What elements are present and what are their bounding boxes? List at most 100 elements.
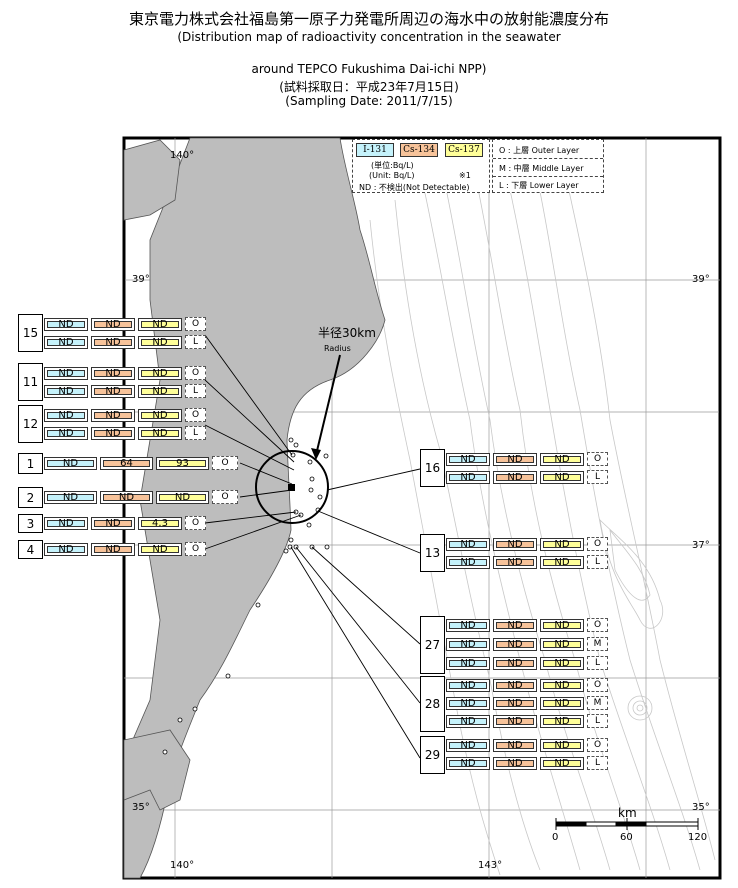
station-16-row-lower: ND ND ND L (446, 469, 608, 485)
layer-tag: M (587, 637, 608, 651)
i131-value: ND (44, 384, 88, 398)
cs137-value: ND (138, 317, 182, 331)
i131-value: ND (44, 490, 97, 504)
station-11-row-lower: ND ND ND L (44, 383, 206, 399)
cs137-value: ND (138, 335, 182, 349)
station-13-row-outer: ND ND ND O (446, 536, 608, 552)
station-15-row-outer: ND ND ND O (44, 316, 206, 332)
legend-cs137: Cs-137 (445, 143, 483, 157)
layer-tag: L (587, 656, 608, 670)
layer-tag: O (212, 456, 238, 470)
cs137-value: 4.3 (138, 516, 182, 530)
station-label-27: 27 (420, 616, 445, 674)
lon-label-140-bottom: 140° (170, 860, 195, 871)
cs134-value: ND (493, 452, 537, 466)
scale-tick-120: 120 (688, 832, 708, 843)
station-label-15: 15 (18, 314, 43, 352)
cs137-value: ND (540, 618, 584, 632)
station-label-12: 12 (18, 405, 43, 443)
layer-tag: O (185, 542, 206, 556)
i131-value: ND (44, 335, 88, 349)
station-3-row-outer: ND ND 4.3 O (44, 515, 206, 531)
station-label-3: 3 (18, 514, 43, 533)
cs137-value: ND (540, 696, 584, 710)
layer-tag: L (587, 714, 608, 728)
radius-arrowhead (311, 448, 321, 460)
station-label-16: 16 (420, 449, 445, 487)
cs134-value: 64 (100, 456, 153, 470)
cs137-value: ND (540, 555, 584, 569)
station-28-row-outer: ND ND ND O (446, 677, 608, 693)
lat-label-39-left: 39° (132, 274, 150, 285)
cs137-value: 93 (156, 456, 209, 470)
scale-unit: km (618, 806, 637, 820)
cs134-value: ND (493, 714, 537, 728)
station-label-13: 13 (420, 534, 445, 572)
lat-label-37-right: 37° (692, 540, 710, 551)
layer-tag: L (185, 335, 206, 349)
cs134-value: ND (493, 555, 537, 569)
i131-value: ND (446, 555, 490, 569)
scale-bar (555, 818, 699, 830)
station-2-row-outer: ND ND ND O (44, 489, 238, 505)
station-label-4: 4 (18, 540, 43, 559)
station-1-row-outer: ND 64 93 O (44, 455, 238, 471)
i131-value: ND (44, 408, 88, 422)
cs134-value: ND (493, 678, 537, 692)
layer-tag: L (185, 384, 206, 398)
lat-label-39-right: 39° (692, 274, 710, 285)
cs137-value: ND (138, 366, 182, 380)
legend-note: ※1 (459, 171, 471, 180)
station-label-2: 2 (18, 487, 43, 508)
cs134-value: ND (91, 335, 135, 349)
station-16-row-outer: ND ND ND O (446, 451, 608, 467)
layer-tag: M (587, 696, 608, 710)
cs137-value: ND (138, 426, 182, 440)
cs134-value: ND (493, 470, 537, 484)
radius-label: 半径30km (318, 326, 376, 340)
i131-value: ND (446, 618, 490, 632)
station-28-row-lower: ND ND ND L (446, 713, 608, 729)
cs134-value: ND (493, 537, 537, 551)
i131-value: ND (446, 714, 490, 728)
i131-value: ND (44, 516, 88, 530)
layer-tag: O (587, 452, 608, 466)
lon-label-143-bottom: 143° (478, 860, 503, 871)
i131-value: ND (446, 637, 490, 651)
cs134-value: ND (91, 408, 135, 422)
layer-tag: O (587, 618, 608, 632)
i131-value: ND (44, 426, 88, 440)
cs134-value: ND (91, 516, 135, 530)
i131-value: ND (446, 537, 490, 551)
legend-unit-en: (Unit: Bq/L) (369, 171, 415, 180)
cs134-value: ND (493, 618, 537, 632)
cs134-value: ND (493, 637, 537, 651)
station-label-1: 1 (18, 453, 43, 474)
i131-value: ND (446, 696, 490, 710)
radius-arrow (315, 354, 341, 456)
lat-label-35-right: 35° (692, 802, 710, 813)
station-13-row-lower: ND ND ND L (446, 554, 608, 570)
map-subtitle-en-line2: around TEPCO Fukushima Dai-ichi NPP) (251, 62, 487, 76)
cs134-value: ND (91, 317, 135, 331)
sampling-date-en: (Sampling Date: 2011/7/15) (285, 94, 453, 108)
legend-layer-lower: L : 下層 Lower Layer (499, 181, 579, 190)
cs137-value: ND (540, 714, 584, 728)
cs137-value: ND (138, 408, 182, 422)
map-subtitle-en-line1: (Distribution map of radioactivity conce… (177, 30, 561, 44)
cs137-value: ND (540, 756, 584, 770)
cs134-value: ND (91, 542, 135, 556)
layer-tag: L (587, 470, 608, 484)
cs137-value: ND (540, 470, 584, 484)
cs137-value: ND (540, 678, 584, 692)
legend-i131: I-131 (356, 143, 394, 157)
lat-label-35-left: 35° (132, 802, 150, 813)
cs137-value: ND (540, 452, 584, 466)
layer-tag: O (587, 678, 608, 692)
legend-cs134: Cs-134 (400, 143, 438, 157)
layer-tag: L (587, 756, 608, 770)
station-28-row-middle: ND ND ND M (446, 695, 608, 711)
cs134-value: ND (91, 384, 135, 398)
station-27-row-outer: ND ND ND O (446, 617, 608, 633)
